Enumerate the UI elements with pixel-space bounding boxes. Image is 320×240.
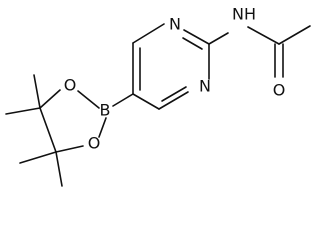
bond-methyl-top-left [5,107,41,115]
bond-c5-boron [112,93,134,107]
bond-c2-n1 [183,29,210,45]
bond-c-bottom-o-bottom [55,145,84,153]
bond-boron-o-top [77,90,100,109]
atom-h-amide: H [244,5,256,24]
bond-c5-c4 [132,93,160,110]
bond-n1-c6 [132,23,165,44]
bond-o-top-c-top [39,89,61,109]
atom-labels: N N N H O B O O [64,5,286,153]
bonds [5,23,311,187]
bond-methyl-top-upper [33,74,41,109]
bond-methyl-bottom-left [19,151,57,164]
atom-n-ring-bottom: N [199,77,211,96]
bond-c4-n3-inner [161,86,187,102]
bond-c-top-c-bottom [39,107,57,153]
atom-n-ring-top: N [169,15,181,34]
atom-o-carbonyl: O [273,81,286,100]
atom-o-ring-top: O [64,76,77,95]
bond-n1-c2-inner [182,37,203,50]
atom-n-amide: N [232,5,244,24]
atom-boron: B [100,101,111,120]
bond-o-bottom-boron [98,117,107,138]
molecule-structure: N N N H O B O O [5,5,311,187]
bond-c2-nh [208,32,229,45]
bond-carbonyl-methyl [278,25,311,45]
bond-c4-n3 [158,91,189,110]
bond-methyl-bottom-lower [55,151,63,187]
atom-o-ring-bottom: O [88,134,101,153]
bond-nh-carbonyl [247,26,280,45]
